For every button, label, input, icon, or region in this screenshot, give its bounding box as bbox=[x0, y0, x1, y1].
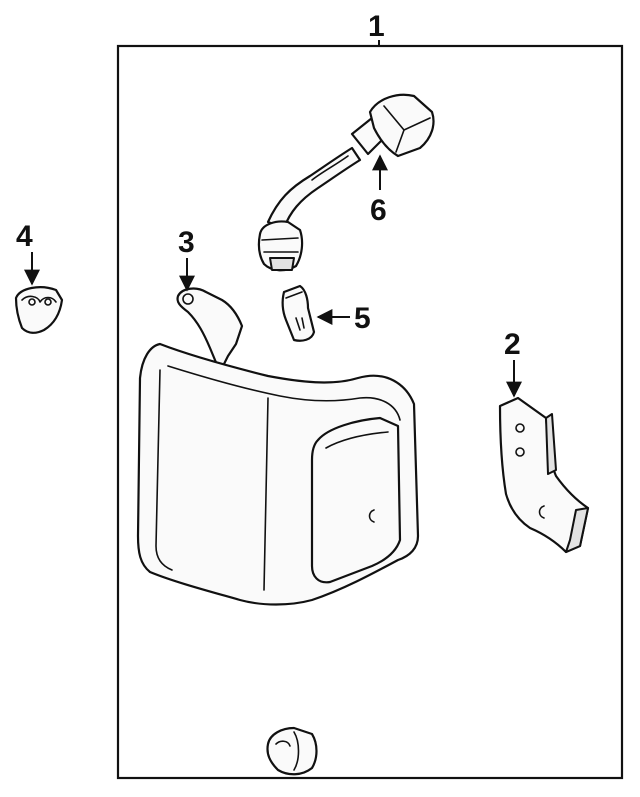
housing-tab-part bbox=[176, 287, 244, 374]
callout-4: 4 bbox=[16, 220, 33, 253]
bulb-part bbox=[281, 284, 316, 342]
callout-1: 1 bbox=[368, 10, 385, 43]
callout-6: 6 bbox=[370, 194, 387, 227]
grommet-part bbox=[266, 726, 318, 776]
callout-3: 3 bbox=[178, 226, 195, 259]
corner-lamp-lens-part bbox=[136, 342, 420, 606]
clip-part bbox=[14, 286, 64, 334]
callout-2: 2 bbox=[504, 328, 521, 361]
mounting-bracket-part bbox=[498, 396, 590, 554]
callout-5: 5 bbox=[354, 302, 371, 335]
socket-and-wire-part bbox=[257, 93, 435, 272]
assembly-frame bbox=[116, 44, 624, 780]
